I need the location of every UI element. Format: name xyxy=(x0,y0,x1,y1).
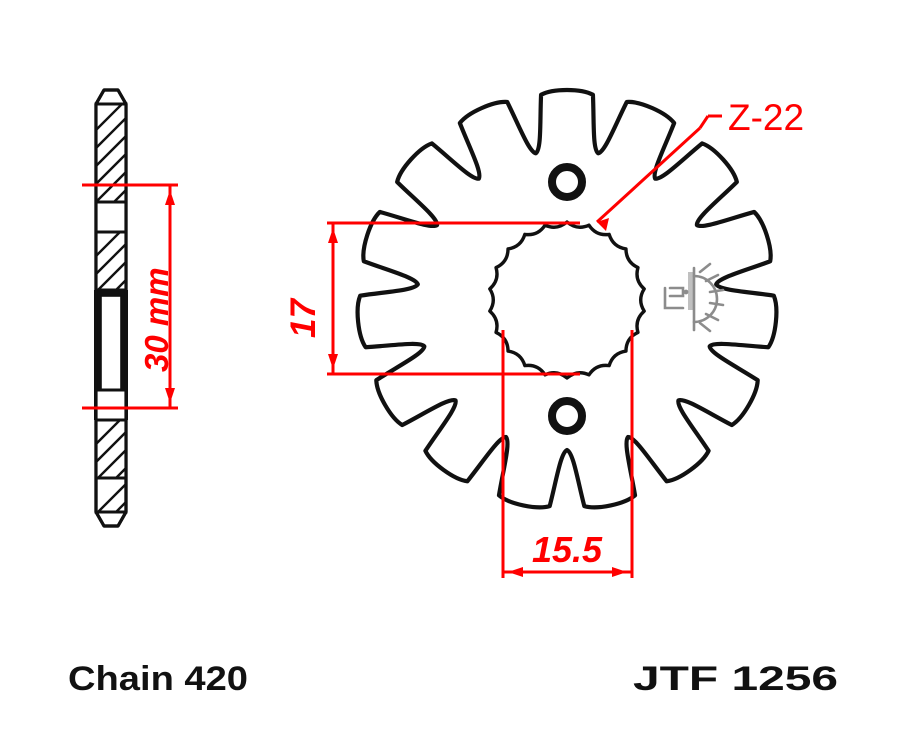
front-face-view xyxy=(355,87,779,510)
dimension-thickness-label: 30 mm xyxy=(138,267,175,372)
side-lower-tooth-block-2 xyxy=(94,418,128,480)
side-view-outline-top xyxy=(94,88,128,528)
annotation-z22: Z-22 xyxy=(595,97,804,231)
splined-center-bore xyxy=(488,220,646,380)
caption-chain: Chain 420 xyxy=(68,660,248,698)
annotation-z22-label: Z-22 xyxy=(728,97,804,138)
dimension-bore-width-15-5: 15.5 xyxy=(501,330,634,578)
caption-part-number: JTF 1256 xyxy=(633,660,838,698)
dimension-thickness-30mm: 30 mm xyxy=(82,183,178,410)
machining-surface-symbol xyxy=(663,262,725,333)
side-groove-upper xyxy=(94,200,128,234)
dimension-bore-height-17: 17 xyxy=(284,221,580,376)
dimension-bore-height-label: 17 xyxy=(284,298,323,338)
dimension-bore-width-label: 15.5 xyxy=(532,529,603,570)
side-section-view xyxy=(94,88,128,528)
side-groove-lower xyxy=(94,388,128,422)
bolt-hole-lower xyxy=(548,397,586,435)
bolt-hole-upper xyxy=(548,163,586,201)
